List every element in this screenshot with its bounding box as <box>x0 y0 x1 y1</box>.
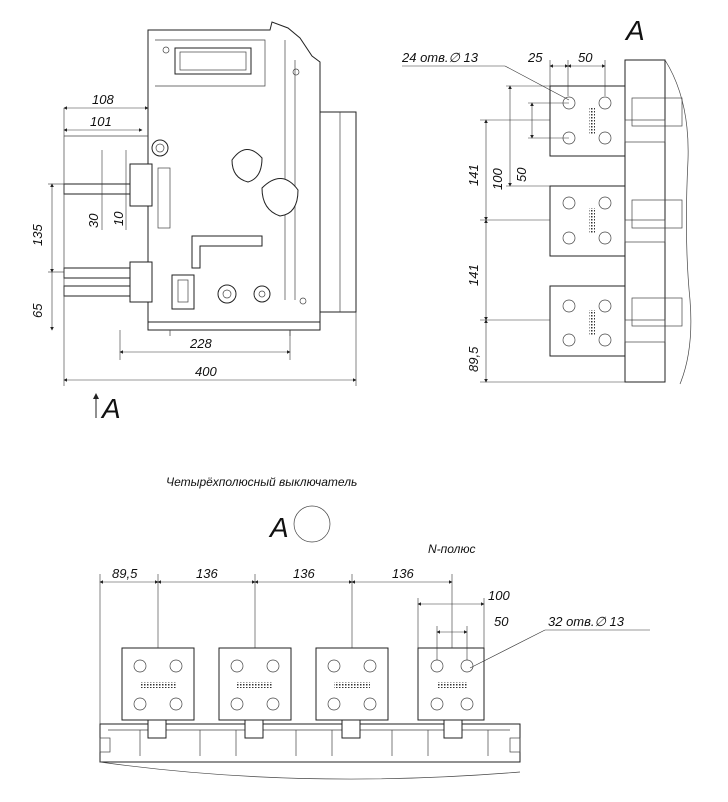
dim-65: 65 <box>30 303 45 318</box>
plate-3 <box>549 285 626 357</box>
view-label-A-top: A <box>624 15 645 46</box>
dim-136-b: 136 <box>293 566 315 581</box>
dim-50-bottom: 50 <box>494 614 509 629</box>
view-label-A-left: A <box>100 393 121 424</box>
dim-141-b: 141 <box>466 264 481 286</box>
plate-1 <box>549 85 626 157</box>
view-label-A-bottom: A <box>268 512 289 543</box>
dim-101: 101 <box>90 114 112 129</box>
dim-89-5-right: 89,5 <box>466 346 481 372</box>
dim-100-bottom: 100 <box>488 588 510 603</box>
dim-50-vert: 50 <box>514 167 529 182</box>
dim-400: 400 <box>195 364 217 379</box>
dim-136-a: 136 <box>196 566 218 581</box>
bottom-plate-3 <box>315 647 389 739</box>
n-pole-label: N-полюс <box>428 542 475 556</box>
plate-2 <box>549 185 626 257</box>
four-pole-title: Четырёхполюсный выключатель <box>166 475 357 489</box>
holes-note-24: 24 отв.∅ 13 <box>401 50 479 65</box>
dim-100-vert: 100 <box>490 168 505 190</box>
bottom-plate-n <box>417 647 485 739</box>
side-view: 108 101 135 65 30 10 228 400 A <box>30 21 357 424</box>
dim-89-5-bottom: 89,5 <box>112 566 138 581</box>
dim-135: 135 <box>30 224 45 246</box>
four-pole-view: Четырёхполюсный выключатель A N-полюс <box>99 475 650 780</box>
dim-141-a: 141 <box>466 164 481 186</box>
dim-10: 10 <box>111 211 126 226</box>
bottom-plate-1 <box>121 647 195 739</box>
dim-228: 228 <box>189 336 212 351</box>
view-a-right: A <box>401 15 692 385</box>
dim-50: 50 <box>578 50 593 65</box>
dim-25: 25 <box>527 50 543 65</box>
bottom-plate-2 <box>218 647 292 739</box>
dim-108: 108 <box>92 92 114 107</box>
view-circle <box>293 505 331 543</box>
holes-note-32: 32 отв.∅ 13 <box>548 614 625 629</box>
dim-136-c: 136 <box>392 566 414 581</box>
dim-30: 30 <box>86 213 101 228</box>
